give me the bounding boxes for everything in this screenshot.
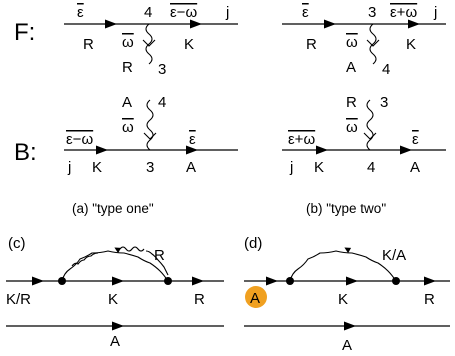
caption-type-two: (b) "type two" [306, 201, 386, 216]
arrow-icon [105, 19, 117, 29]
diagram-d: (d) K/A A K R A [244, 235, 450, 354]
photon-wavy-line [369, 23, 377, 65]
label-eps-plus-om: ε+ω [288, 131, 315, 148]
vertex-label-upper: 4 [158, 94, 166, 111]
label-r-right: R [194, 291, 205, 308]
photon-wavy-line [71, 252, 99, 267]
label-k: K [406, 36, 416, 53]
diagram-c: (c) R K/R K R A [6, 235, 224, 350]
arrow-icon [112, 321, 124, 331]
arrow-icon [192, 276, 204, 286]
label-j: j [67, 159, 71, 176]
label-a-upper: A [122, 94, 132, 111]
diagram-b-f: ε R 3 ε+ω j ω K A 4 [282, 4, 446, 78]
label-r-lower: R [122, 59, 133, 76]
row-label-b: B: [14, 139, 37, 166]
vertex-dot [164, 277, 172, 285]
label-a-circled: A [250, 290, 260, 307]
diagram-a-b: A 4 ω ε−ω ε j K 3 A [64, 94, 238, 176]
wavy-arrow-icon [143, 132, 157, 140]
vertex-label-lower: 3 [158, 61, 166, 78]
label-epsilon: ε [412, 131, 419, 148]
label-r: R [83, 36, 94, 53]
label-j: j [289, 159, 293, 176]
arrow-icon [96, 145, 108, 155]
vertex-label: 4 [144, 4, 152, 21]
label-eps-plus-om: ε+ω [390, 4, 417, 21]
label-j: j [225, 4, 229, 21]
label-j: j [433, 4, 437, 21]
label-k: K [338, 291, 348, 308]
wavy-arrow-icon [344, 247, 352, 254]
diagram-b-b: R 3 ω ε+ω ε j K 4 A [282, 94, 446, 176]
photon-wavy-line [61, 250, 169, 282]
photon-wavy-line [119, 246, 145, 252]
photon-wavy-line [289, 250, 397, 282]
vertex-dot [286, 277, 294, 285]
label-a-bottom: A [110, 333, 120, 350]
label-omega: ω [122, 119, 134, 136]
label-epsilon: ε [77, 4, 84, 21]
photon-wavy-line [145, 23, 153, 65]
photon-wavy-line [146, 99, 154, 151]
panel-tag: (d) [244, 235, 262, 252]
label-eps-minus-om: ε−ω [66, 131, 93, 148]
arrow-icon [316, 145, 328, 155]
label-epsilon: ε [189, 131, 196, 148]
label-r-upper: R [346, 94, 357, 111]
arrow-icon [266, 276, 278, 286]
arrow-icon [424, 276, 436, 286]
photon-wavy-line [366, 99, 374, 151]
label-omega: ω [346, 119, 358, 136]
vertex-label: 3 [368, 4, 376, 21]
label-eps-minus-om: ε−ω [170, 4, 197, 21]
label-r: R [306, 36, 317, 53]
vertex-label-lower: 4 [382, 61, 390, 78]
label-omega: ω [346, 34, 358, 51]
panel-tag: (c) [8, 235, 26, 252]
row-label-f: F: [14, 19, 35, 46]
arrow-icon [190, 19, 202, 29]
label-a-bottom: A [342, 337, 352, 354]
label-k: K [314, 159, 324, 176]
label-a: A [186, 159, 196, 176]
wavy-arrow-icon [114, 247, 122, 254]
label-a-lower: A [346, 59, 356, 76]
label-omega: ω [122, 34, 134, 51]
label-r-right: R [424, 291, 435, 308]
arrow-icon [344, 321, 356, 331]
vertex-dot [58, 277, 66, 285]
wavy-arrow-icon [366, 39, 380, 47]
arrow-icon [32, 276, 44, 286]
vertex-label-upper: 3 [380, 94, 388, 111]
label-k: K [108, 291, 118, 308]
caption-type-one: (a) "type one" [72, 201, 154, 216]
label-k: K [184, 36, 194, 53]
highlight-circle [245, 286, 267, 308]
label-k: K [92, 159, 102, 176]
arrow-icon [400, 145, 412, 155]
vertex-dot [392, 277, 400, 285]
arrow-icon [408, 19, 420, 29]
arrow-icon [112, 276, 124, 286]
label-r-top: R [154, 247, 165, 264]
arrow-icon [346, 276, 358, 286]
label-epsilon: ε [302, 4, 309, 21]
vertex-label: 4 [367, 159, 375, 176]
arrow-icon [324, 19, 336, 29]
arrow-icon [186, 145, 198, 155]
diagram-a-f: ε R 4 ε−ω j ω K R 3 [64, 4, 238, 78]
photon-wavy-line [145, 250, 169, 276]
label-k-r: K/R [6, 291, 31, 308]
vertex-label: 3 [146, 159, 154, 176]
label-k-a-top: K/A [382, 247, 406, 264]
label-a: A [410, 159, 420, 176]
wavy-arrow-icon [142, 39, 156, 47]
wavy-arrow-icon [363, 132, 377, 140]
